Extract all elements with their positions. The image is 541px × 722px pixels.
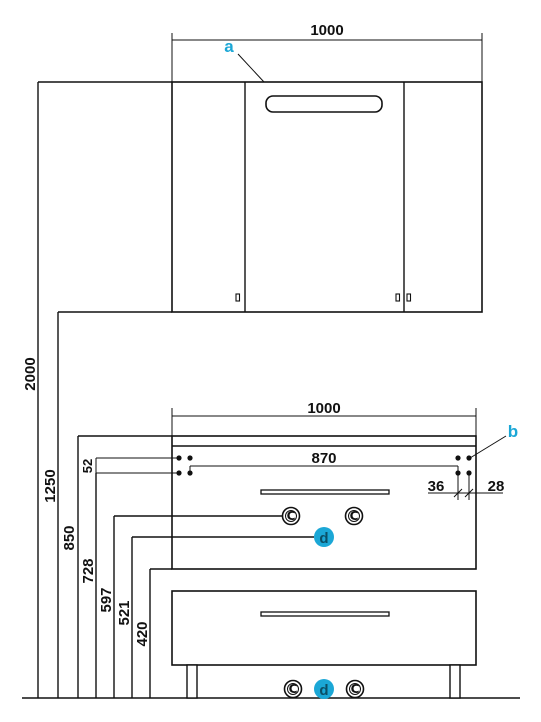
height-597-label: 597 [98, 587, 115, 612]
height-728-dimension: 728 [80, 473, 97, 698]
offset-28-label: 28 [488, 478, 505, 495]
callout-b-label: b [508, 422, 518, 441]
top-width-label: 1000 [310, 22, 343, 39]
height-420-label: 420 [134, 621, 151, 646]
door-handle-right [406, 293, 412, 302]
height-521-label: 521 [116, 600, 133, 625]
upper-drawer-handle [260, 489, 390, 495]
mirror-cabinet [171, 81, 483, 313]
gap-52-label: 52 [80, 459, 95, 473]
gap-52-dimension: 52 [80, 457, 179, 474]
offset-dimension: 36 28 [428, 473, 505, 500]
top-width-dimension: 1000 [171, 22, 483, 82]
drain-callout-upper [314, 527, 334, 547]
callout-b: b [469, 422, 518, 459]
height-1250-dimension: 1250 [42, 311, 172, 698]
height-597-dimension: 597 [98, 515, 282, 698]
offset-36-label: 36 [428, 478, 445, 495]
height-1250-label: 1250 [42, 469, 59, 502]
leg-right [449, 664, 461, 699]
vanity-width-label: 1000 [307, 400, 340, 417]
leg-left [186, 664, 198, 699]
height-420-dimension: 420 [134, 568, 172, 698]
lower-water-outlets: C C d [283, 679, 365, 699]
vanity-width-dimension: 1000 [171, 400, 477, 436]
hole-spacing-label: 870 [311, 450, 336, 467]
height-728-label: 728 [80, 558, 97, 583]
door-handle-left [235, 293, 241, 302]
drain-callout-lower [314, 679, 334, 699]
height-2000-label: 2000 [22, 357, 39, 390]
lower-drawer-handle [260, 611, 390, 617]
svg-text:C: C [287, 509, 296, 523]
upper-water-outlets: C C d [281, 506, 364, 547]
callout-d-lower-label: d [319, 682, 328, 699]
door-handle-mid [395, 293, 401, 302]
cold-water-symbol-lower [283, 679, 303, 699]
cabinet-light [265, 95, 383, 113]
height-2000-dimension: 2000 [22, 81, 172, 698]
svg-text:C: C [351, 682, 360, 696]
height-521-dimension: 521 [116, 536, 314, 698]
height-850-dimension: 850 [61, 435, 172, 698]
callout-d-upper-label: d [319, 530, 328, 547]
cold-water-symbol-upper [281, 506, 301, 526]
callout-a: a [224, 37, 265, 83]
hot-water-symbol-upper [344, 506, 364, 526]
vanity-lower [171, 590, 477, 699]
callout-a-label: a [224, 37, 234, 56]
svg-text:C: C [350, 509, 359, 523]
height-850-label: 850 [61, 525, 78, 550]
hot-water-symbol-lower [345, 679, 365, 699]
svg-text:C: C [289, 682, 298, 696]
